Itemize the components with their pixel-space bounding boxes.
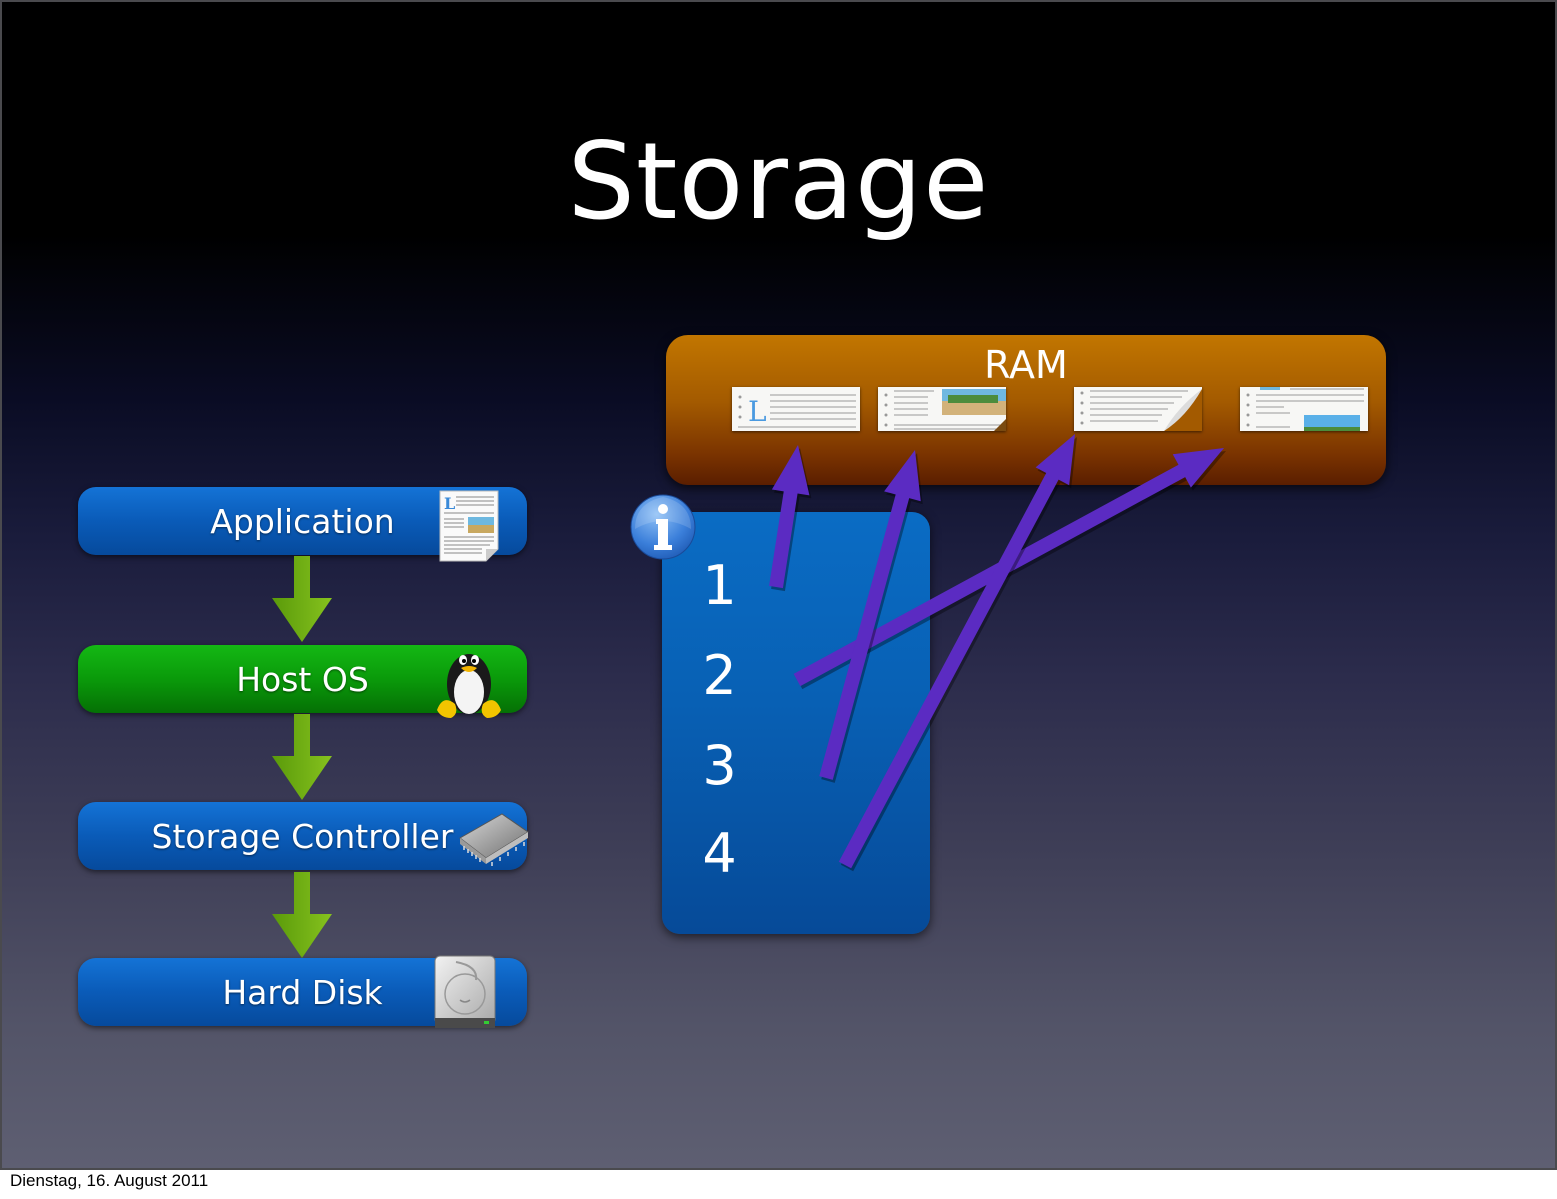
svg-text:L: L	[444, 494, 455, 513]
stack-box-storage-controller: Storage Controller	[78, 802, 527, 870]
queue-item-2: 2	[702, 644, 737, 707]
ram-page-1: L	[732, 387, 860, 431]
ram-page-2	[878, 387, 1006, 431]
flow-arrow-down-icon	[272, 556, 332, 642]
info-icon	[630, 494, 696, 560]
slide-title: Storage	[567, 120, 990, 243]
flow-arrow-down-icon	[272, 714, 332, 800]
chip-icon	[459, 813, 529, 866]
stack-label: Storage Controller	[151, 816, 454, 856]
flow-arrow-down-icon	[272, 872, 332, 958]
svg-text:L: L	[748, 395, 767, 428]
queue-item-1: 1	[702, 554, 737, 617]
queue-item-4: 4	[702, 822, 737, 885]
stack-label: Host OS	[236, 659, 369, 699]
footer-date: Dienstag, 16. August 2011	[10, 1171, 209, 1190]
queue-item-3: 3	[702, 734, 737, 797]
ram-page-4	[1240, 387, 1368, 431]
ram-page-3	[1074, 387, 1202, 431]
ram-label: RAM	[984, 343, 1068, 387]
ram-box: RAM L	[666, 335, 1386, 485]
hard-disk-icon	[434, 955, 496, 1028]
slide: Storage Application L Host OS	[0, 0, 1557, 1170]
stack-box-host-os: Host OS	[78, 645, 527, 713]
request-queue-panel: 1 2 3 4	[662, 512, 930, 934]
document-icon: L	[439, 490, 499, 562]
linux-penguin-icon	[437, 654, 501, 718]
stack-label: Hard Disk	[222, 972, 383, 1012]
stack-label: Application	[210, 501, 395, 541]
